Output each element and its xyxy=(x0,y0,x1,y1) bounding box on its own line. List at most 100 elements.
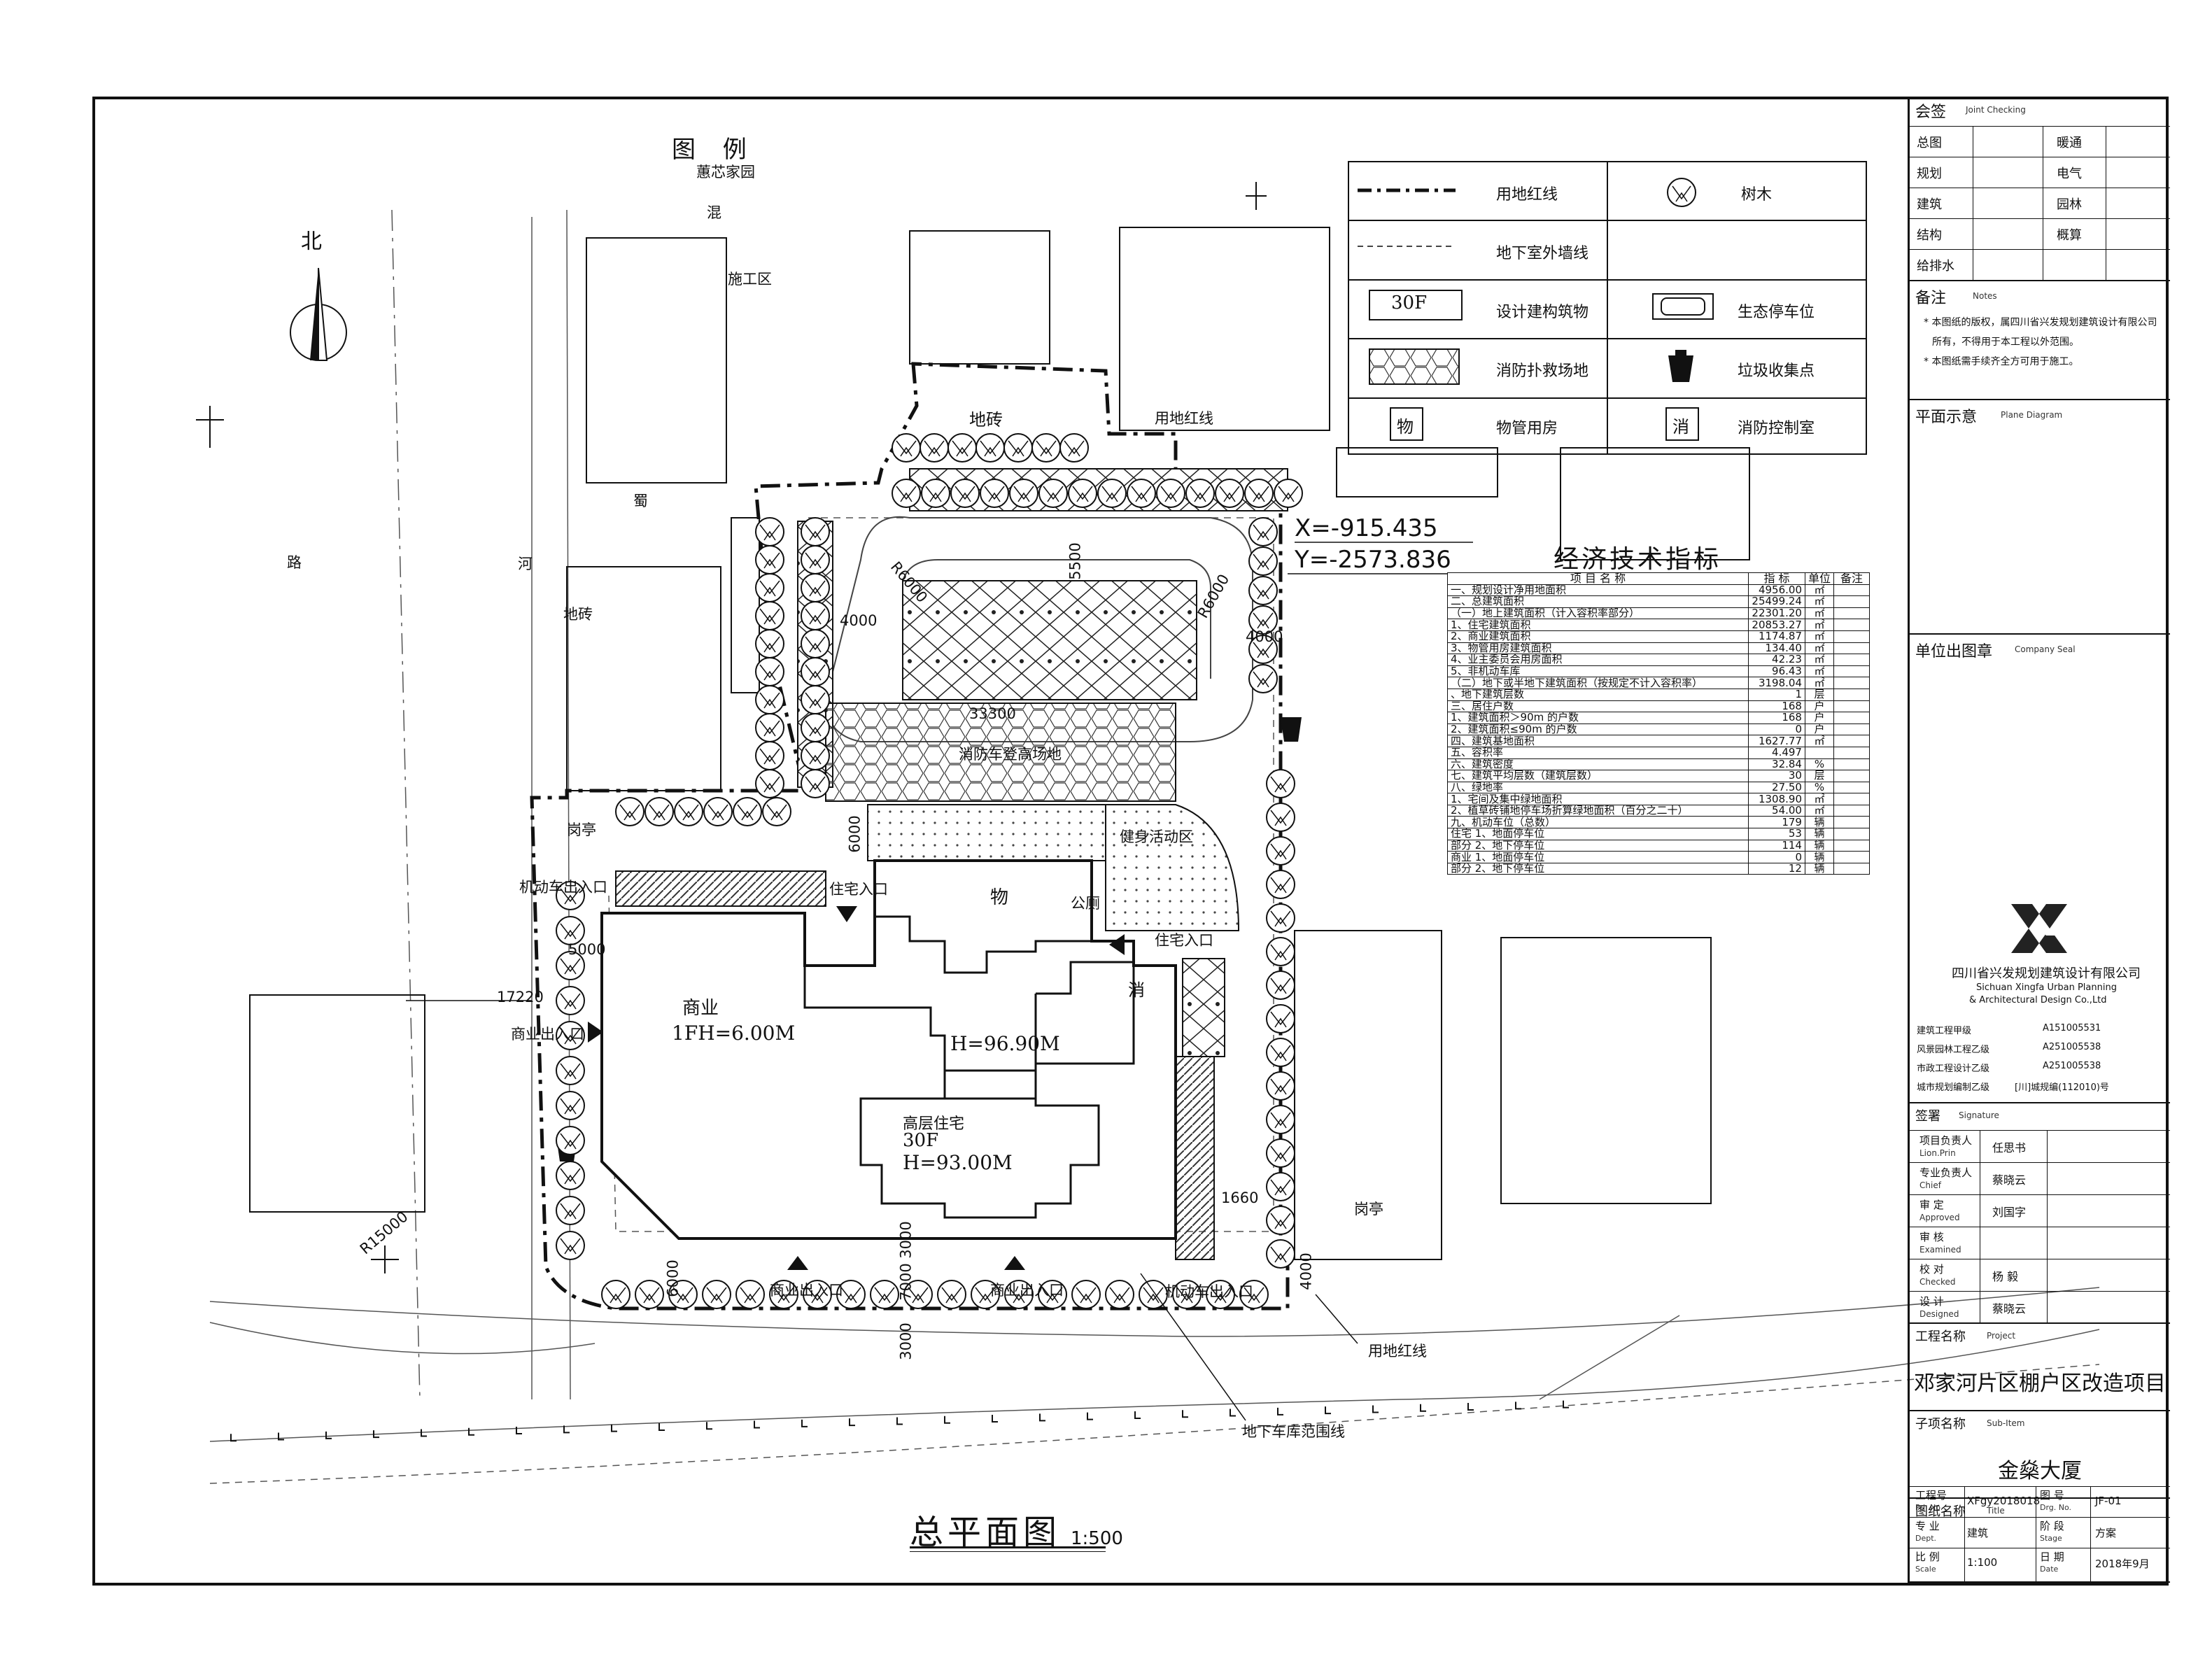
sub-section: 子项名称 Sub-Item 金燊大厦 xyxy=(1910,1410,2170,1499)
econ-cell: ㎡ xyxy=(1804,665,1835,678)
tree-icon xyxy=(801,629,830,658)
signer-role: 审 定 xyxy=(1919,1199,1944,1211)
road-mark xyxy=(373,1430,379,1439)
title-underline-2 xyxy=(910,1551,1106,1552)
signer-name: 刘国字 xyxy=(1992,1206,2027,1219)
license-type: 城市规划编制乙级 xyxy=(1917,1082,1990,1093)
signer-name: 蔡晓云 xyxy=(1992,1302,2027,1315)
econ-header: 指 标 xyxy=(1747,572,1805,585)
tree-icon xyxy=(755,769,784,798)
project-en: Project xyxy=(1987,1331,2016,1341)
econ-cell: 商业 1、地面停车位 xyxy=(1447,851,1749,863)
sub-name: 金燊大厦 xyxy=(1998,1459,2082,1483)
econ-cell xyxy=(1833,700,1870,713)
tree-icon xyxy=(892,479,921,508)
road-mark xyxy=(611,1424,617,1432)
econ-cell xyxy=(1833,758,1870,771)
legend-tree: 树木 xyxy=(1741,186,1773,204)
tree-icon xyxy=(762,797,791,826)
tree-icon xyxy=(1266,1071,1295,1101)
econ-cell: 层 xyxy=(1804,770,1835,782)
tree-icon xyxy=(1266,769,1295,798)
north-arrow-icon xyxy=(290,267,347,361)
signer-name: 任思书 xyxy=(1992,1141,2027,1155)
tree-icon xyxy=(801,769,830,798)
sign-row-line xyxy=(1910,218,2170,219)
tree-icon xyxy=(892,433,921,463)
label-red-line-bottom: 用地红线 xyxy=(1368,1343,1427,1360)
econ-cell: 168 xyxy=(1747,700,1805,713)
building-box-symbol xyxy=(1369,290,1463,320)
tree-icon xyxy=(1031,433,1061,463)
dim-4000-a: 4000 xyxy=(840,612,878,629)
econ-cell: 三、居住户数 xyxy=(1447,700,1749,713)
tree-icon xyxy=(556,1056,585,1085)
legend-heading: 图 例 xyxy=(672,136,756,164)
label-north: 北 xyxy=(301,230,322,254)
econ-cell: 0 xyxy=(1747,851,1805,863)
road-mark xyxy=(896,1417,903,1425)
signer-role: 项目负责人 xyxy=(1919,1134,1973,1147)
car-icon xyxy=(1652,293,1714,320)
tree-icon xyxy=(755,545,784,574)
tree-icon xyxy=(702,1280,731,1309)
econ-cell: 户 xyxy=(1804,723,1835,736)
sign-label-left: 结构 xyxy=(1917,228,1942,243)
tree-icon xyxy=(1244,479,1274,508)
label-commercial-entry-b2: 商业出入口 xyxy=(990,1282,1064,1299)
tree-icon xyxy=(1266,1239,1295,1269)
econ-cell: 25499.24 xyxy=(1747,595,1805,608)
label-resident-entry-left: 住宅入口 xyxy=(829,881,888,898)
meta-label-en: Scale xyxy=(1915,1565,1936,1574)
econ-cell: ㎡ xyxy=(1804,584,1835,597)
tree-icon xyxy=(1097,479,1127,508)
econ-cell: 五、容积率 xyxy=(1447,746,1749,759)
road-mark xyxy=(1325,1406,1331,1415)
note-1: * 本图纸的版权，属四川省兴发规划建筑设计有限公司 xyxy=(1924,317,2157,328)
meta-label: 比 例 xyxy=(1915,1551,1940,1563)
econ-cell: 53 xyxy=(1747,828,1805,840)
tree-icon xyxy=(703,797,733,826)
road-mark xyxy=(1563,1400,1569,1409)
plan-head: 平面示意 xyxy=(1915,409,1978,426)
signer-role: 审 核 xyxy=(1919,1231,1944,1243)
econ-cell xyxy=(1833,654,1870,666)
dim-4000-b: 4000 xyxy=(1246,628,1283,645)
meta-label: 专 业 xyxy=(1915,1520,1940,1532)
main-scale: 1:500 xyxy=(1071,1528,1123,1549)
note-2: 所有，不得用于本工程以外范围。 xyxy=(1932,337,2079,348)
signer-role: 设 计 xyxy=(1919,1295,1944,1308)
road-mark xyxy=(801,1419,808,1427)
signer-role-en: Lion.Prin xyxy=(1919,1148,1956,1158)
econ-cell: 179 xyxy=(1747,816,1805,829)
econ-cell: 1、住宅建筑面积 xyxy=(1447,619,1749,631)
dim-5500: 5500 xyxy=(1066,542,1084,580)
sign-head: 会签 xyxy=(1915,104,1947,121)
road-mark xyxy=(658,1423,665,1431)
tree-icon xyxy=(1266,1038,1295,1067)
econ-cell xyxy=(1833,793,1870,805)
tree-icon xyxy=(980,479,1009,508)
econ-cell xyxy=(1833,781,1870,794)
econ-cell xyxy=(1833,816,1870,829)
road-mark xyxy=(1420,1404,1426,1412)
econ-cell: 辆 xyxy=(1804,816,1835,829)
econ-cell: 27.50 xyxy=(1747,781,1805,794)
sign-label-right: 园林 xyxy=(2057,197,2082,212)
tree-icon xyxy=(1068,479,1097,508)
econ-cell: 4、业主委员会用房面积 xyxy=(1447,654,1749,666)
econ-cell xyxy=(1833,642,1870,655)
mgmt-symbol-box xyxy=(1390,407,1423,441)
tree-icon xyxy=(755,657,784,686)
road-mark xyxy=(421,1429,427,1437)
econ-cell: ㎡ xyxy=(1804,735,1835,747)
tree-icon xyxy=(556,916,585,945)
